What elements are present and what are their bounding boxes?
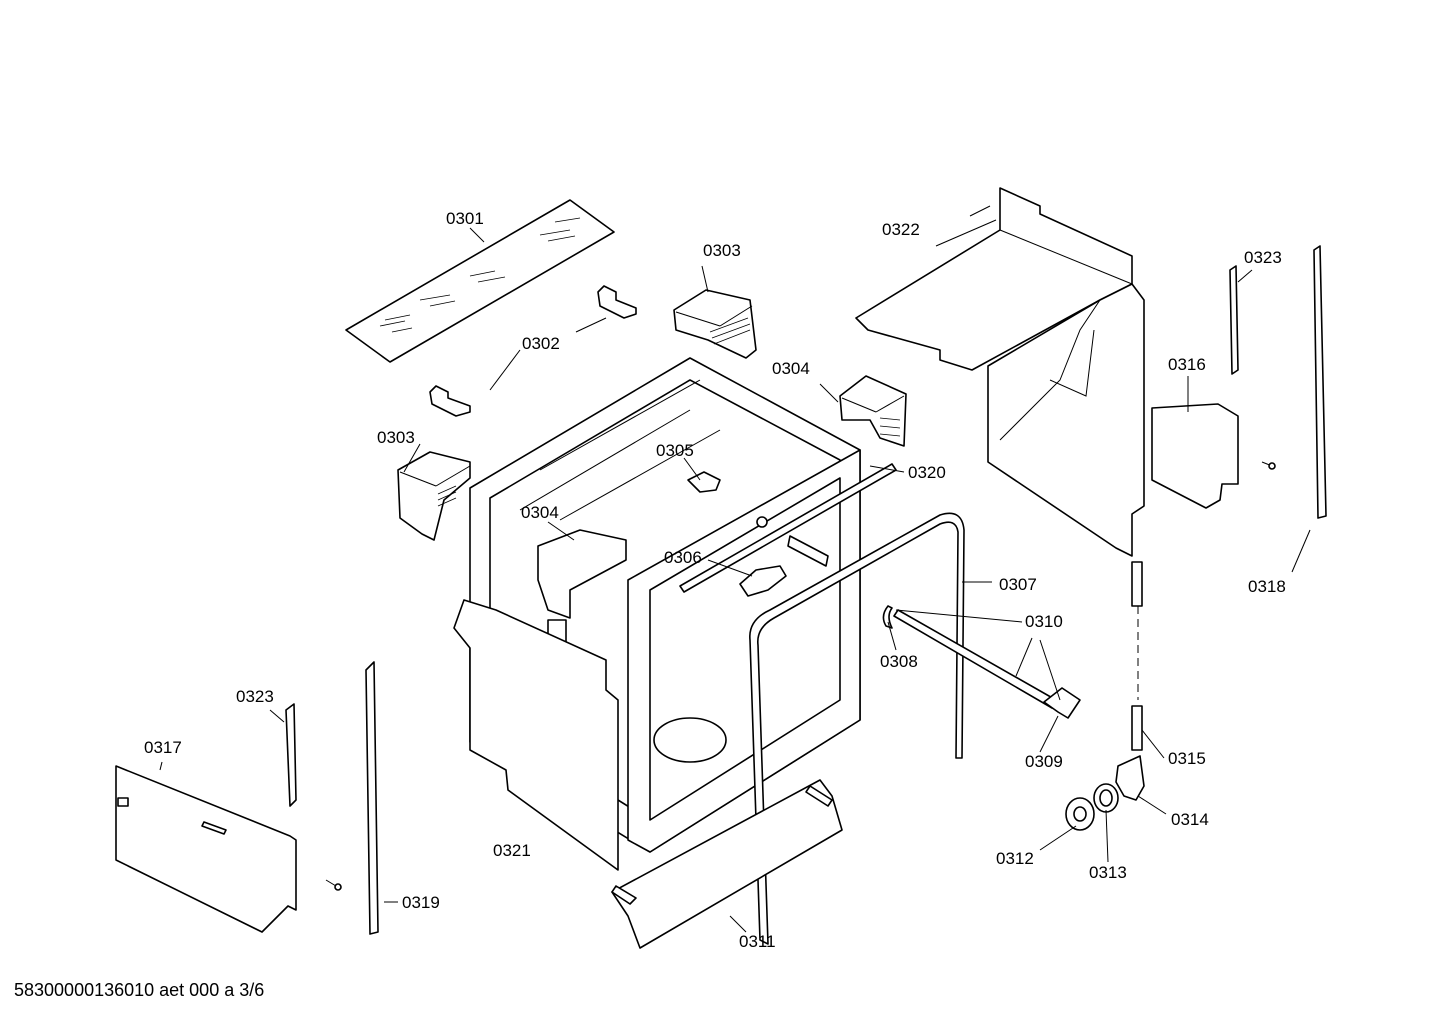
part-0312-cap [1065,797,1095,831]
screw-left [325,879,342,891]
part-0305-clip [687,471,721,493]
label-0315: 0315 [1168,749,1206,768]
label-0306: 0306 [664,548,702,567]
part-0317-lower-panel [115,765,297,933]
label-0316: 0316 [1168,355,1206,374]
label-0311: 0311 [739,932,776,951]
part-0303-connector-left [397,451,471,541]
part-0321-front-panel [453,599,619,871]
part-0303-connector-top [673,289,757,359]
part-0310-spray-arm [893,609,1081,719]
part-0315-hose [1131,561,1143,751]
part-0318-strip [1313,245,1327,519]
label-0310: 0310 [1025,612,1063,631]
label-0323: 0323 [236,687,274,706]
part-0314-fitting [1115,755,1145,801]
part-0308-ring [882,605,893,629]
label-0304: 0304 [772,359,810,378]
label-0320: 0320 [908,463,946,482]
label-0305: 0305 [656,441,694,460]
part-0319-strip [365,661,379,935]
label-0302: 0302 [522,334,560,353]
label-0323: 0323 [1244,248,1282,267]
label-0301: 0301 [446,209,484,228]
part-0316-side-wall [987,283,1239,557]
label-0313: 0313 [1089,863,1127,882]
label-0308: 0308 [880,652,918,671]
label-0304: 0304 [521,503,559,522]
label-0303: 0303 [377,428,415,447]
screw-right [1261,461,1276,470]
label-0312: 0312 [996,849,1034,868]
part-0304-connector-right [839,375,907,447]
part-0323-strip-right [1229,265,1239,375]
part-0302-bracket [429,285,637,417]
label-0319: 0319 [402,893,440,912]
label-0322: 0322 [882,220,920,239]
leader-lines [159,205,1311,933]
part-0323-strip-left [285,703,297,807]
label-0314: 0314 [1171,810,1209,829]
part-0311-plinth [611,779,843,949]
part-0301-insulation-mat [345,199,615,363]
part-labels: 0301 0302 0303 0303 0304 0304 0305 0306 … [144,209,1286,951]
label-0317: 0317 [144,738,182,757]
document-code: 58300000136010 aet 000 a 3/6 [14,980,265,1000]
part-0313-nut [1093,783,1119,813]
part-0306-fitting [739,516,829,597]
part-0307-seal [749,512,965,945]
part-0320-rail [679,463,897,593]
label-0309: 0309 [1025,752,1063,771]
label-0307: 0307 [999,575,1037,594]
label-0303: 0303 [703,241,741,260]
label-0318: 0318 [1248,577,1286,596]
label-0321: 0321 [493,841,531,860]
